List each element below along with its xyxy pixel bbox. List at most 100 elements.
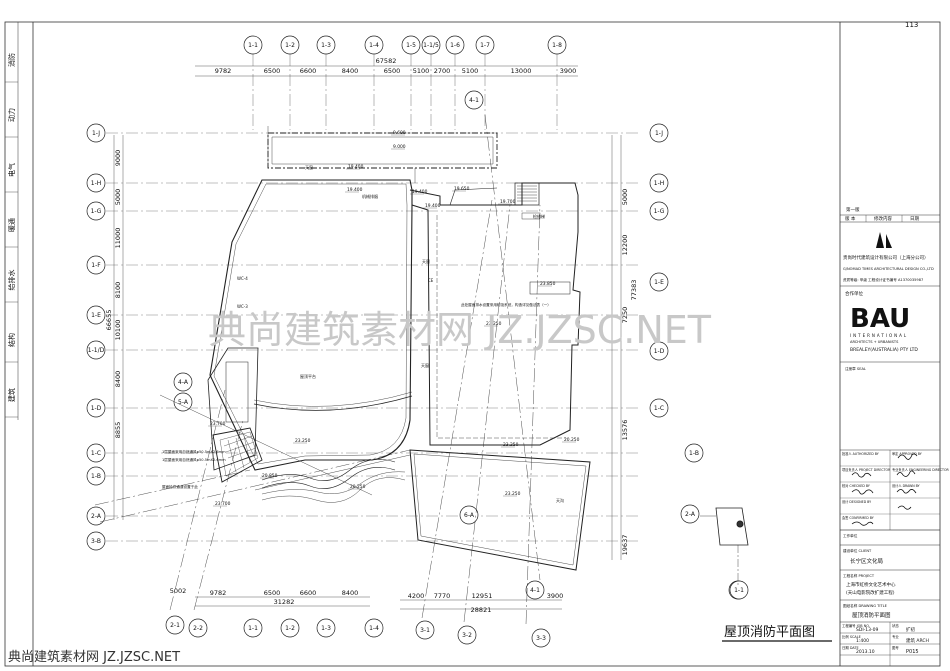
discipline-label: 专业 — [892, 634, 899, 639]
grid-left-1: 1-H — [86, 173, 106, 193]
elevation-3: 19.400 — [347, 187, 363, 193]
grid-left-9: 2-A — [86, 506, 106, 526]
dim-top-9: 3900 — [560, 67, 577, 75]
partner-label: 合作单位 — [845, 290, 863, 297]
grid-left-4-label: 1-E — [91, 312, 101, 319]
dim-left-3: 8100 — [114, 282, 122, 299]
grid-bottom-7: 3-2 — [457, 625, 477, 645]
project-name-2: (天山电影院改扩建工程) — [846, 589, 895, 596]
elevation-11: 23.700 — [210, 421, 226, 427]
grid-bottom-8: 3-3 — [531, 628, 551, 648]
date-label: 日期 DATE — [842, 645, 859, 650]
watermark-text: 典尚建筑素材网 JZ.JZSC.NET — [208, 308, 712, 352]
revision-header: 第一版 — [846, 206, 860, 213]
grid-left-1-label: 1-H — [91, 180, 102, 187]
grid-bottom-2-label: 1-1 — [248, 625, 258, 632]
grid-top-6-label: 1-6 — [450, 42, 460, 49]
dim-bottom-0: 9782 — [210, 589, 227, 597]
grid-left-9-label: 2-A — [91, 513, 102, 520]
sign-row-left-4: 会签 CONFIRMED BY — [842, 515, 874, 520]
elevation-2: 19.400 — [348, 164, 364, 170]
sign-row-left-1: 项目负责人 PROJECT DIRECTOR — [842, 467, 891, 472]
dim-top-1: 6500 — [264, 67, 281, 75]
grid-top-8-label: 1-8 — [552, 42, 562, 49]
plan-label-5: WC-3 — [237, 304, 248, 309]
drawing-title-block: 屋顶消防平面图 — [852, 611, 891, 619]
plan-label-7: 机械排烟 — [362, 193, 378, 199]
dim-bottom-2: 6600 — [300, 589, 317, 597]
grid-left-8-label: 1-B — [91, 473, 101, 480]
grid-top-7-label: 1-7 — [480, 42, 490, 49]
discipline-6: 建筑 — [7, 388, 16, 402]
dim-right-4: 19637 — [621, 535, 629, 556]
dim-bottom-left: 5002 — [170, 587, 187, 595]
watermark-footer: 典尚建筑素材网 JZ.JZSC.NET — [8, 649, 180, 665]
grid-bottom-4: 1-3 — [316, 618, 336, 638]
plan-label-3: 天窗 — [422, 258, 430, 264]
client-label: 建设单位 CLIENT — [843, 548, 872, 553]
grid-left-10: 3-B — [86, 531, 106, 551]
grid-bottom-6-label: 3-1 — [420, 627, 430, 634]
grid-right-2-label: 1-G — [654, 208, 665, 215]
drawing-no-label: 图号 — [892, 645, 899, 650]
grid-top-1: 1-2 — [280, 35, 300, 55]
grid-top-4: 1-5 — [401, 35, 421, 55]
elevation-17: 20.250 — [564, 437, 580, 443]
section-mark-3: 6-A — [459, 505, 479, 525]
section-mark-0: 4-1 — [464, 90, 484, 110]
dim-bottom2-3: 3900 — [547, 592, 564, 600]
dim-left-6: 8855 — [114, 422, 122, 439]
dim-left-total: 66655 — [105, 310, 113, 331]
grid-top-0-label: 1-1 — [248, 42, 258, 49]
grid-right-4-label: 1-D — [654, 348, 665, 355]
dim-top-3: 8400 — [342, 67, 359, 75]
grid-top-0: 1-1 — [243, 35, 263, 55]
note-0: 此处屋面排水设置采用虹吸系统，构造详见做法表（一） — [461, 302, 551, 307]
dim-bottom2-0: 4200 — [408, 592, 425, 600]
dim-top-6: 2700 — [434, 67, 451, 75]
signature-scribbles — [851, 453, 918, 526]
revision-col-version: 版 本 — [845, 215, 856, 222]
grid-left-5-label: 1-1/D — [88, 347, 105, 354]
grid-top-1-label: 1-2 — [285, 42, 295, 49]
grid-right-0: 1-J — [649, 123, 669, 143]
elevation-15: 20.850 — [262, 473, 278, 479]
grid-left-7: 1-C — [86, 443, 106, 463]
dim-bottom2-2: 12951 — [472, 592, 493, 600]
job-no: SDI-13-09 — [856, 627, 878, 633]
scale-value: 1:400 — [856, 638, 869, 644]
grid-right-7-label: 2-A — [685, 511, 696, 518]
discipline-5: 结构 — [7, 333, 16, 347]
grid-bottom-5-label: 1-4 — [369, 625, 379, 632]
roof-plan — [94, 114, 749, 625]
revision-col-date: 日期 — [910, 216, 919, 222]
grid-top-5-label: 1-1/5 — [423, 42, 439, 49]
grid-left-2: 1-G — [86, 201, 106, 221]
sheet-number: 113 — [905, 21, 918, 29]
grid-bottom-6: 3-1 — [415, 620, 435, 640]
plan-label-9: 天沟 — [556, 497, 564, 503]
elevation-10: 23.250 — [505, 491, 521, 497]
elevation-8: 23.250 — [486, 321, 502, 327]
company-name-cn: 贵尚时代建筑设计有限公司（上海分公司） — [843, 254, 929, 261]
note-3: 屋面检修通道设置于此 — [162, 484, 198, 489]
sign-row-right-0: 审定 APPROVED BY — [892, 451, 922, 456]
dim-top-8: 13000 — [511, 67, 532, 75]
grid-left-4: 1-E — [86, 305, 106, 325]
project-label: 工程名称 PROJECT — [843, 573, 875, 578]
elevation-0: 9.600 — [393, 130, 406, 136]
partner-name: BREALEY(AUSTRALIA) PTY LTD — [850, 347, 918, 353]
partner-sub1: INTERNATIONAL — [850, 333, 908, 338]
unit-label: 工作单位 — [843, 533, 858, 538]
grid-top-7: 1-7 — [475, 35, 495, 55]
drawing-title: 屋顶消防平面图 — [724, 624, 815, 640]
note-2: 1层屋面采用自然通风φ50.5mX2.6mm — [162, 457, 226, 462]
section-mark-1-label: 4-A — [178, 379, 189, 386]
grid-bottom-3-label: 1-2 — [285, 625, 295, 632]
plan-label-1: 天窗 — [421, 362, 429, 368]
dim-right-3: 13576 — [621, 420, 629, 441]
section-mark-2: 5-A — [173, 392, 193, 412]
